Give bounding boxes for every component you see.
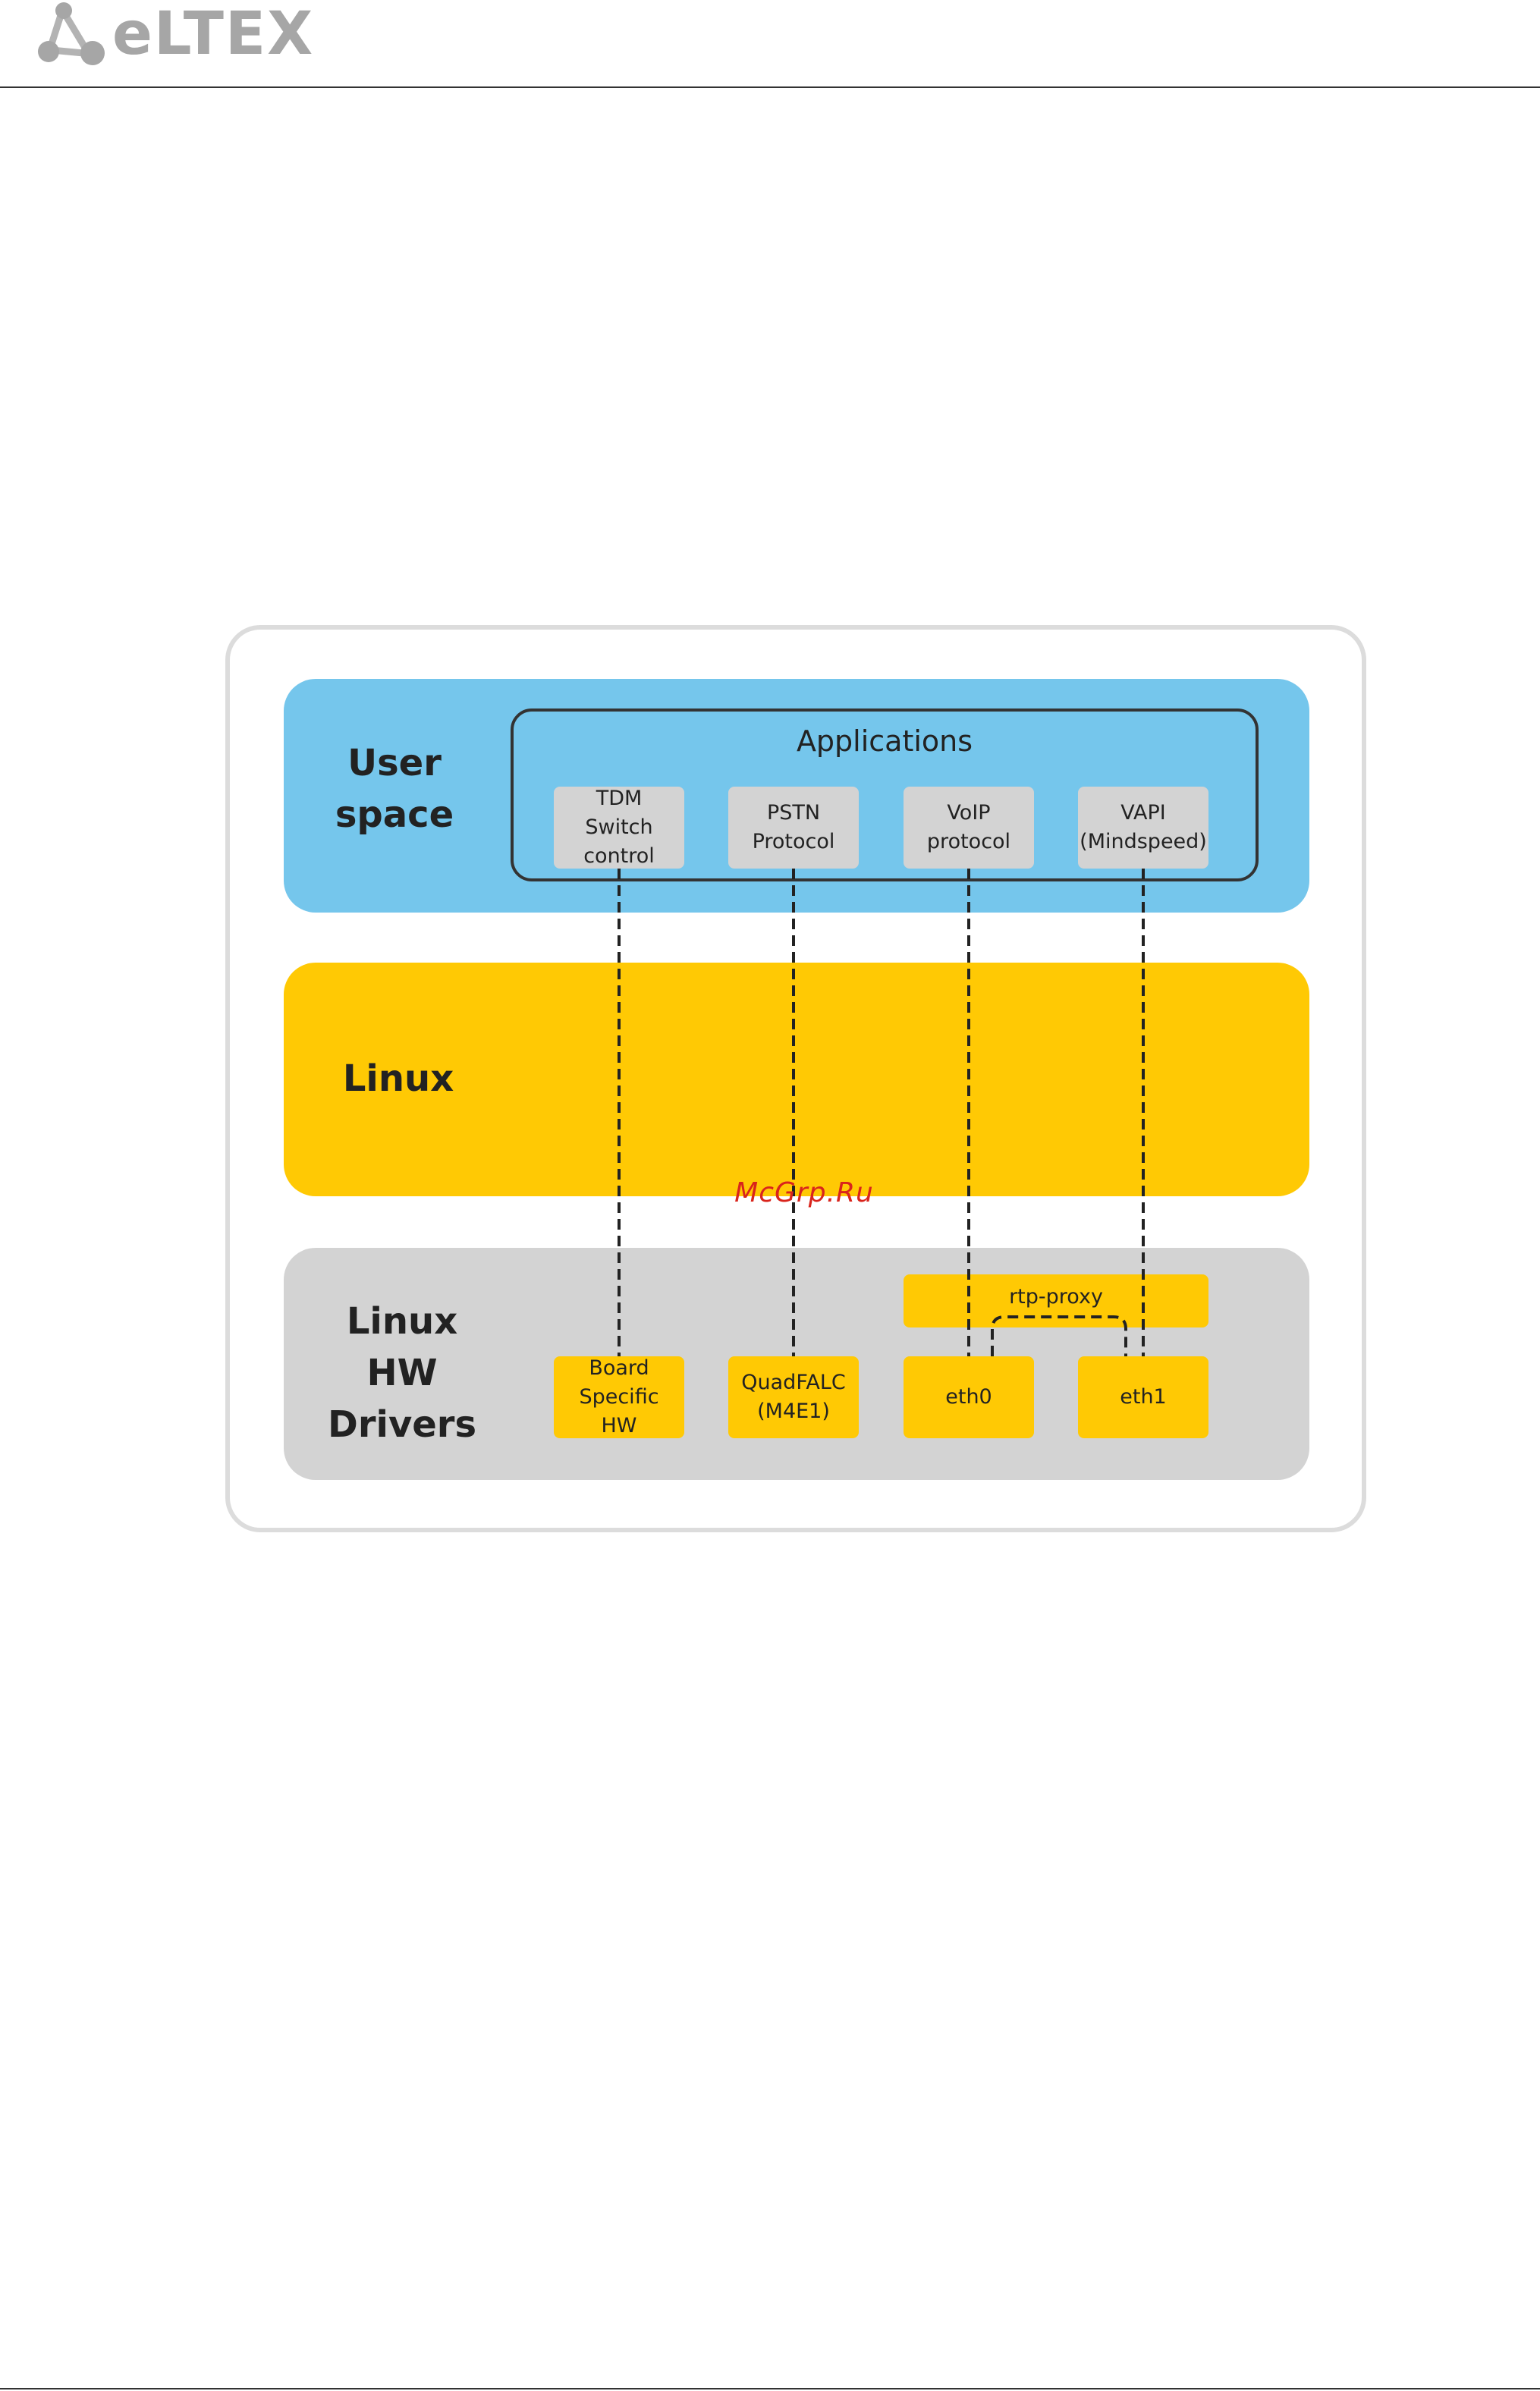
footer-divider (0, 2388, 1540, 2389)
watermark-text: McGrp.Ru (683, 1177, 926, 1208)
connector-eth0-eth1-loop (992, 1317, 1126, 1356)
